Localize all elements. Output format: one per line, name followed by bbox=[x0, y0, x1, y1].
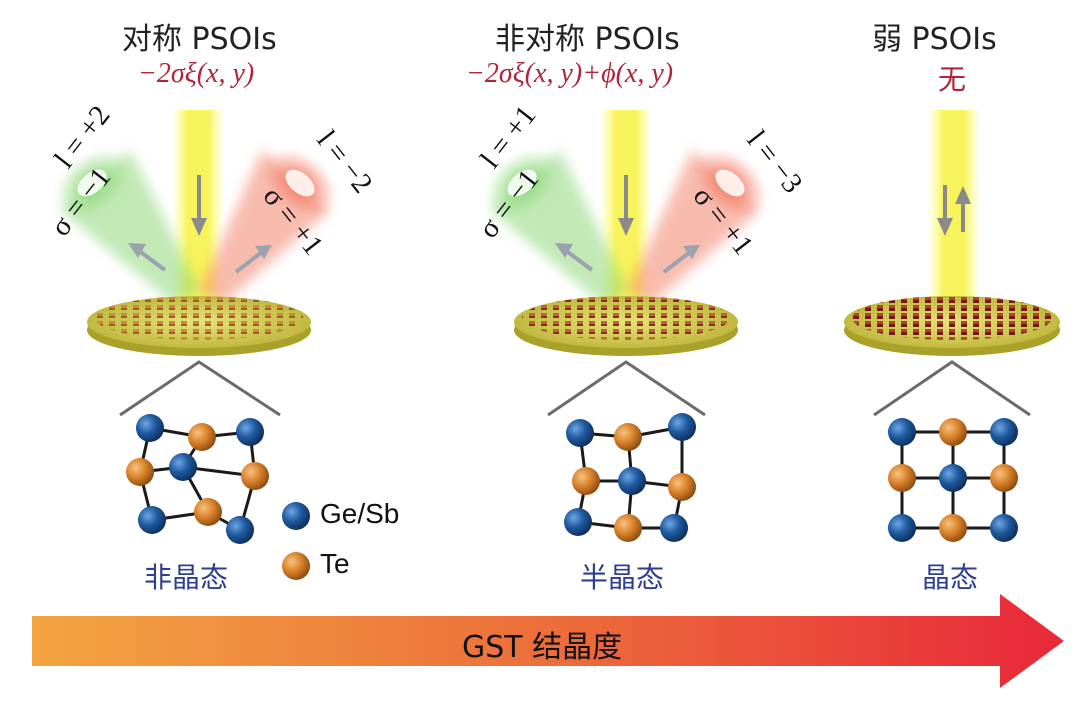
panel-3-formula: 无 bbox=[938, 58, 966, 98]
panel-3-title: 弱 PSOIs bbox=[872, 14, 997, 58]
panel-1-formula: −2σξ(x, y) bbox=[138, 58, 254, 90]
lattice-atoms-1 bbox=[126, 414, 269, 544]
zoom-lines bbox=[874, 362, 1030, 415]
phase-label-semicrystalline: 半晶态 bbox=[580, 556, 664, 596]
panel-2-title: 非对称 PSOIs bbox=[495, 14, 680, 58]
metasurface-disc-3 bbox=[844, 296, 1060, 356]
panel-1-title: 对称 PSOIs bbox=[122, 14, 277, 58]
crystallinity-label: GST 结晶度 bbox=[462, 622, 622, 666]
panel-2-formula: −2σξ(x, y)+ϕ(x, y) bbox=[466, 58, 673, 90]
lattice-atoms-2 bbox=[564, 413, 696, 542]
lattice-atoms-3 bbox=[888, 418, 1018, 542]
panel-3-graphics bbox=[844, 110, 1060, 542]
legend-te-label: Te bbox=[320, 548, 350, 580]
incident-beam bbox=[928, 110, 980, 325]
metasurface-disc-1 bbox=[87, 296, 311, 356]
legend-orange-atom bbox=[282, 552, 310, 580]
metasurface-disc-2 bbox=[514, 296, 738, 356]
phase-label-amorphous: 非晶态 bbox=[144, 556, 228, 596]
zoom-lines bbox=[120, 362, 280, 415]
legend-ge-sb-label: Ge/Sb bbox=[320, 498, 399, 530]
zoom-lines bbox=[548, 362, 705, 415]
legend-blue-atom bbox=[282, 502, 310, 530]
phase-label-crystalline: 晶态 bbox=[922, 556, 978, 596]
